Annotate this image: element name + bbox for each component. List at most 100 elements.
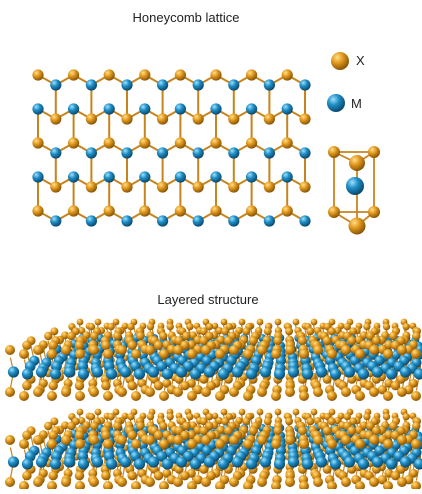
m-atom — [263, 147, 275, 159]
x-atom — [48, 380, 58, 391]
m-atom — [105, 458, 118, 470]
x-atom — [257, 477, 267, 487]
x-atom — [355, 439, 365, 449]
x-atom — [220, 408, 228, 416]
x-atom — [281, 205, 293, 217]
x-atom — [89, 387, 99, 397]
m-atom — [281, 103, 293, 115]
m-atom — [161, 458, 174, 470]
x-atom — [103, 439, 113, 449]
x-atom — [44, 331, 53, 341]
m-atom — [189, 458, 202, 470]
x-atom — [112, 408, 120, 416]
x-atom — [146, 413, 155, 421]
x-atom — [271, 439, 281, 449]
x-atom — [299, 113, 311, 125]
m-atom — [157, 147, 169, 159]
x-atom — [322, 464, 332, 474]
m-atom — [301, 368, 314, 380]
x-atom — [33, 345, 43, 355]
m-atom — [189, 368, 202, 380]
x-atom — [397, 477, 407, 487]
x-atom — [411, 391, 421, 401]
x-atom — [411, 349, 421, 359]
x-atom — [127, 323, 135, 331]
x-atom — [22, 470, 32, 481]
m-atom — [374, 445, 385, 456]
x-atom — [103, 69, 115, 81]
m-atom — [35, 366, 48, 378]
x-atom — [246, 69, 258, 81]
x-atom — [285, 327, 294, 336]
x-atom — [103, 137, 115, 149]
x-atom — [68, 137, 80, 149]
x-atom — [153, 430, 164, 441]
m-atom — [371, 456, 384, 468]
x-atom — [121, 113, 133, 125]
x-atom — [48, 470, 58, 481]
x-atom — [182, 421, 191, 431]
x-atom — [397, 387, 407, 397]
m-atom — [259, 456, 272, 468]
x-atom — [187, 439, 197, 449]
x-atom — [74, 340, 85, 351]
x-atom — [368, 146, 380, 158]
x-atom — [186, 323, 194, 331]
x-atom — [50, 113, 62, 125]
x-atom — [384, 340, 394, 350]
x-atom — [327, 439, 337, 449]
m-atom — [156, 450, 168, 462]
x-atom — [349, 155, 365, 171]
x-atom — [153, 340, 164, 351]
x-atom — [263, 181, 275, 193]
x-atom — [246, 205, 258, 217]
m-atom — [133, 368, 146, 380]
x-atom — [112, 318, 120, 326]
x-atom — [248, 426, 258, 436]
x-atom — [157, 181, 169, 193]
x-atom — [228, 181, 240, 193]
x-atom — [74, 470, 85, 481]
x-atom — [229, 477, 239, 487]
x-atom — [89, 345, 99, 355]
m-atom — [175, 456, 188, 468]
m-atom — [343, 366, 356, 378]
x-atom — [313, 435, 323, 445]
x-atom — [173, 477, 183, 487]
x-atom — [159, 421, 168, 431]
layered-structure-title: Layered structure — [157, 292, 259, 307]
x-atom — [103, 481, 113, 491]
x-atom — [127, 430, 137, 441]
x-atom — [50, 417, 59, 426]
m-atom — [103, 103, 115, 115]
m-atom — [231, 366, 244, 378]
x-atom — [48, 340, 58, 351]
x-atom — [243, 439, 253, 449]
x-atom — [281, 137, 293, 149]
m-atom — [156, 360, 168, 372]
x-atom — [22, 340, 32, 351]
x-atom — [61, 435, 71, 445]
x-atom — [285, 417, 294, 426]
x-atom — [127, 413, 135, 421]
x-atom — [199, 336, 209, 346]
x-atom — [299, 349, 309, 359]
x-atom — [228, 113, 240, 125]
x-atom — [238, 318, 246, 326]
x-atom — [343, 323, 351, 331]
x-atom — [117, 387, 127, 397]
m-atom — [327, 94, 345, 112]
x-atom — [103, 349, 113, 359]
x-atom — [159, 349, 169, 359]
x-atom — [349, 327, 358, 336]
x-atom — [87, 323, 96, 331]
x-atom — [257, 435, 267, 445]
m-atom — [287, 366, 300, 378]
m-atom — [245, 458, 258, 470]
x-atom — [223, 336, 233, 346]
x-atom — [347, 426, 357, 436]
x-atom — [201, 387, 211, 397]
x-atom — [322, 336, 332, 346]
m-atom — [121, 215, 133, 227]
